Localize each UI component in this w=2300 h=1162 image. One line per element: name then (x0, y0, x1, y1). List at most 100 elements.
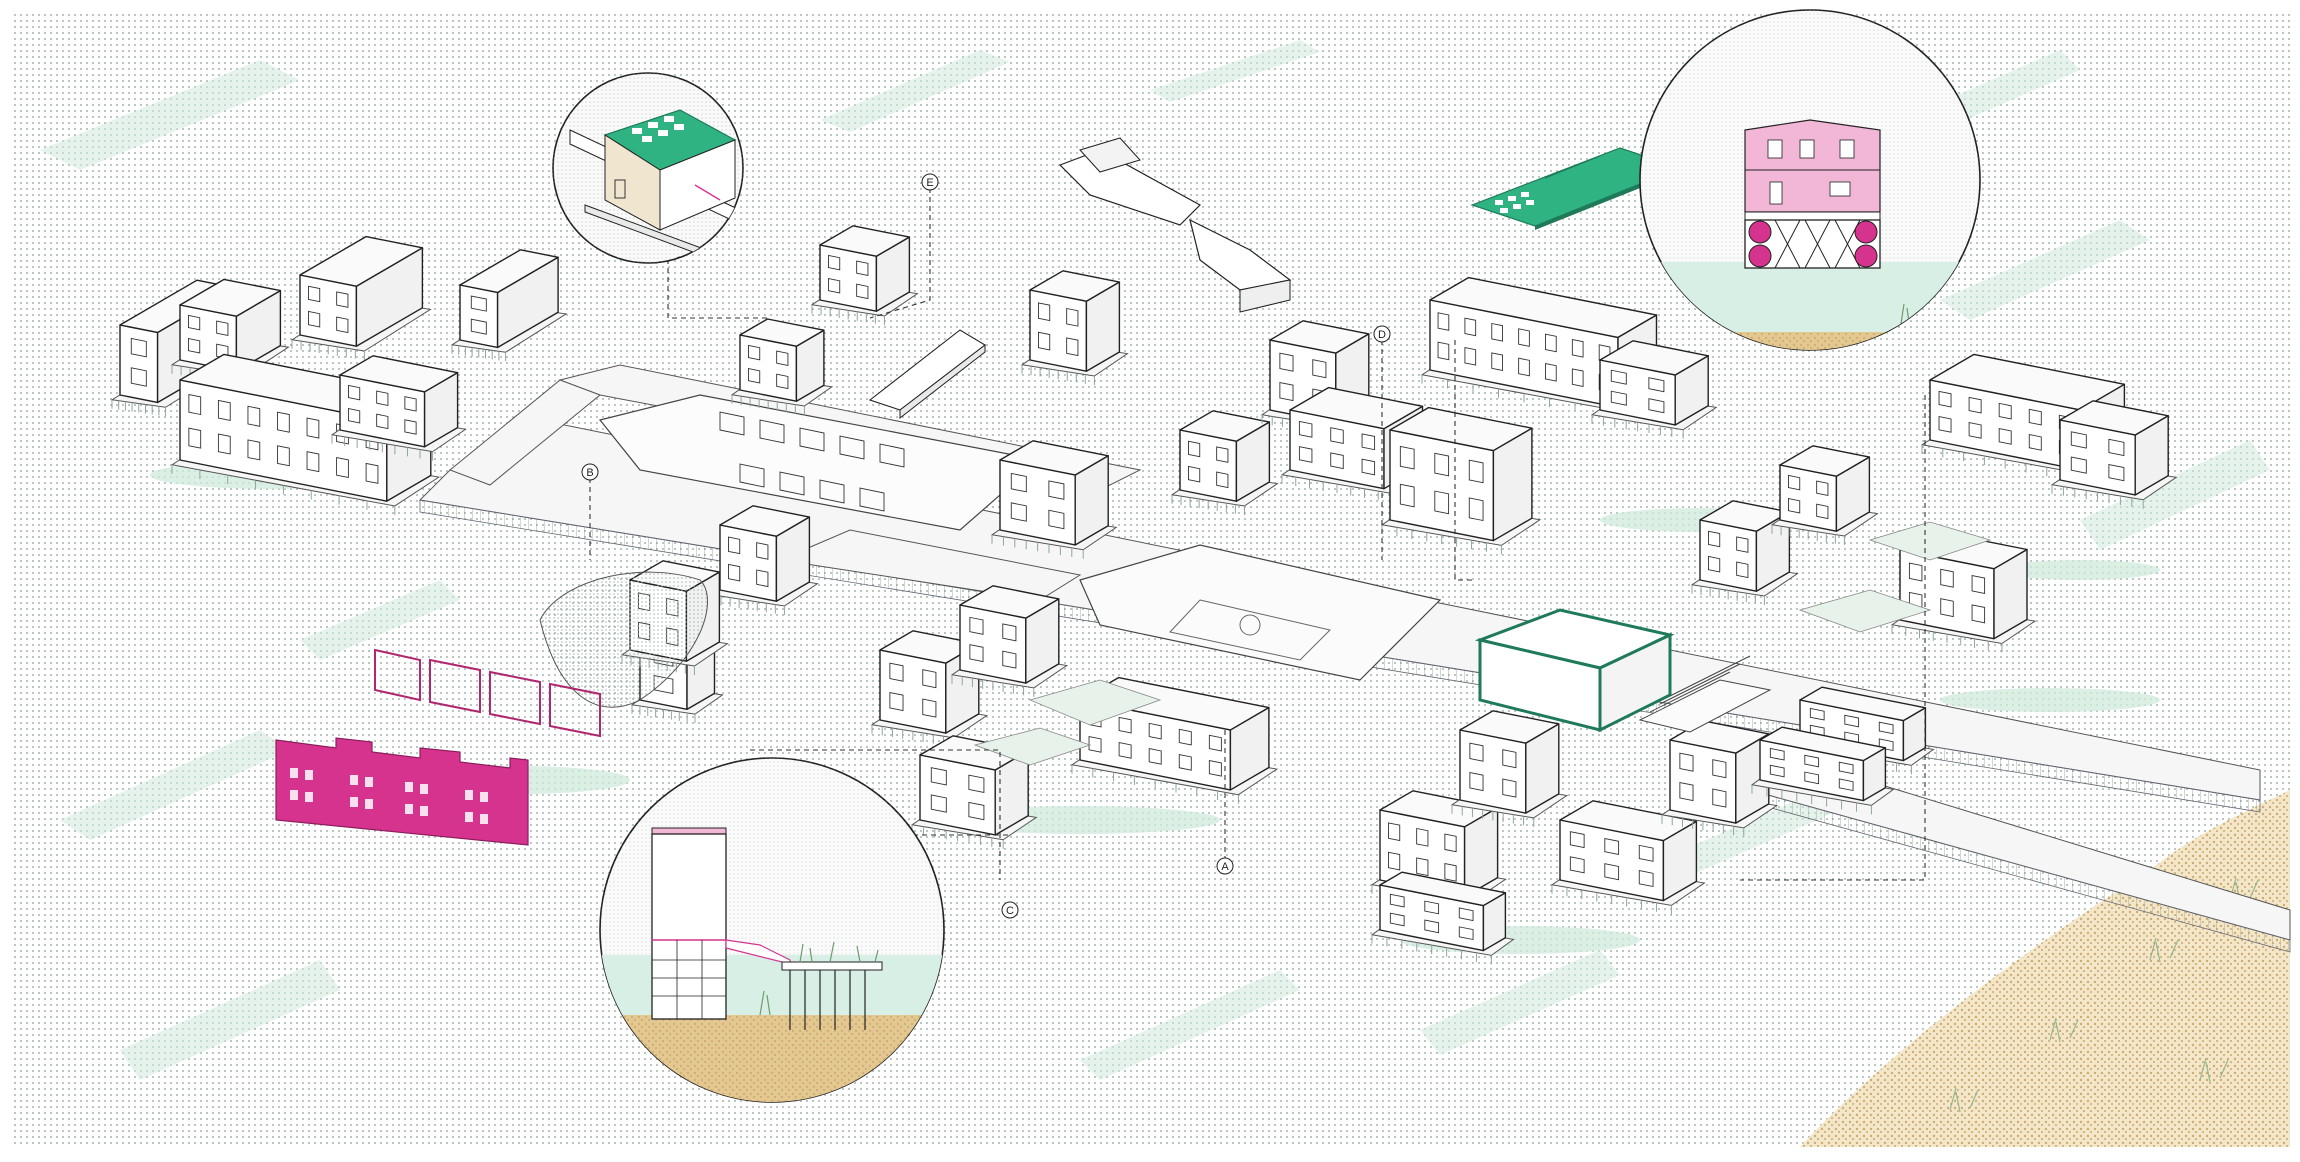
svg-text:B: B (586, 467, 593, 479)
section-marker-d: D (1373, 325, 1391, 343)
building-far-left-b-windows (188, 314, 229, 360)
building-left-row-c (290, 235, 432, 361)
svg-text:C: C (1006, 905, 1014, 917)
building-central-gable-roof (999, 440, 1109, 476)
building-mid-f (1170, 410, 1279, 516)
building-se-r-roof (1459, 710, 1560, 744)
building-south-o-roof (959, 585, 1060, 619)
building-small-e-windows (748, 344, 789, 390)
svg-text:A: A (1221, 861, 1229, 873)
building-mid-f-windows (1188, 440, 1229, 489)
building-mid-f-roof (1179, 410, 1271, 442)
building-east-j-roof (1779, 445, 1871, 477)
building-west-tower-windows (728, 536, 769, 588)
building-left-row-c-front-wall (299, 274, 358, 347)
building-south-o-windows (969, 616, 1017, 669)
building-east-k-piles (2051, 484, 2144, 509)
building-mid-g-roof (1269, 320, 1370, 354)
beach-grass (1949, 877, 2259, 1113)
svg-text:E: E (926, 177, 933, 189)
building-south-n-front-wall (879, 649, 947, 734)
building-small-e (730, 318, 834, 416)
building-ne-h-piles (1591, 414, 1684, 439)
magenta-frame-row (374, 648, 601, 738)
building-east-i-piles (1691, 584, 1765, 606)
building-se-t (1660, 720, 1779, 837)
building-pavilion-windows (1298, 420, 1376, 476)
building-south-n-windows (889, 662, 937, 718)
building-se-t-front-wall (1669, 739, 1737, 824)
building-mid-f-piles (1171, 494, 1245, 516)
building-utility-tower-roof (819, 225, 911, 257)
building-se-s (1550, 800, 1706, 915)
building-left-row-c-windows (308, 285, 349, 334)
building-east-j (1770, 445, 1879, 546)
building-se-shed-roof (1379, 871, 1507, 907)
building-left-row-c-piles (291, 339, 365, 361)
building-west-l-piles (631, 704, 696, 724)
building-dock-shed-a-windows (1809, 707, 1894, 752)
building-south-p (910, 735, 1038, 849)
building-se-r (1450, 710, 1569, 827)
building-north-house-piles (1021, 364, 1095, 386)
building-dock-shed-a-roof (1799, 686, 1927, 722)
building-south-p-windows (930, 767, 985, 821)
building-north-house-front-wall (1029, 289, 1088, 372)
garden-pads (973, 521, 1992, 766)
building-se-s-windows (1569, 831, 1654, 888)
building-far-east-row-roof (1929, 353, 2126, 411)
building-south-o (950, 585, 1069, 697)
building-se-r-front-wall (1459, 729, 1527, 814)
building-glass-block-roof (339, 355, 459, 393)
building-small-e-piles (731, 394, 805, 416)
building-dock-shed-b-piles (1751, 784, 1872, 815)
building-east-tower-windows (1908, 562, 1986, 624)
building-dock-shed-b (1750, 726, 1895, 815)
building-left-row-d-front-wall (459, 284, 499, 349)
building-east-tower-piles (1891, 624, 2003, 653)
building-east-k (2050, 400, 2178, 509)
building-ne-h-windows (1610, 369, 1665, 414)
building-west-tower-roof (719, 505, 811, 537)
building-far-left-b-roof (179, 278, 282, 317)
building-north-house-windows (1038, 302, 1079, 357)
magenta-elevation (275, 737, 529, 846)
building-glass-block-piles (331, 434, 434, 461)
building-central-gable (990, 440, 1118, 559)
building-small-e-roof (739, 318, 825, 347)
section-marker-c: C (1001, 901, 1019, 919)
building-left-row-d-windows (470, 295, 487, 335)
building-east-k-windows (2070, 431, 2125, 482)
magnifier-circle-solar-house (552, 72, 744, 264)
building-east-j-piles (1771, 524, 1845, 546)
building-pavilion-roof (1289, 386, 1424, 430)
building-mid-f-front-wall (1179, 429, 1238, 502)
building-se-t-piles (1661, 814, 1745, 837)
water-wave-tints (40, 40, 2270, 1080)
building-se-s-roof (1559, 800, 1698, 842)
building-se-r-windows (1469, 742, 1517, 798)
building-se-r-piles (1451, 804, 1535, 827)
building-north-house-roof (1029, 270, 1121, 302)
building-left-row-d (450, 249, 568, 362)
building-central-gable-windows (1010, 472, 1065, 530)
section-marker-a: A (1216, 857, 1234, 875)
building-east-tower (1890, 530, 2037, 653)
building-east-j-windows (1788, 474, 1829, 520)
building-glass-block-windows (348, 384, 417, 435)
building-north-house (1020, 270, 1129, 386)
building-se-t-windows (1679, 752, 1727, 808)
building-left-long-block-piles (171, 464, 396, 515)
building-sawtooth-windows (1399, 445, 1484, 522)
building-se-s-piles (1551, 884, 1672, 915)
building-far-left-a-front-wall (119, 324, 159, 404)
grandstand (1638, 655, 1772, 733)
leader-lines (589, 188, 1926, 881)
building-dock-shed-b-windows (1769, 747, 1854, 792)
building-ne-h-roof (1599, 340, 1709, 376)
building-left-row-d-roof (459, 249, 559, 294)
building-sawtooth-roof (1389, 406, 1533, 452)
section-marker-e: E (921, 173, 939, 191)
building-utility-tower (810, 225, 919, 326)
